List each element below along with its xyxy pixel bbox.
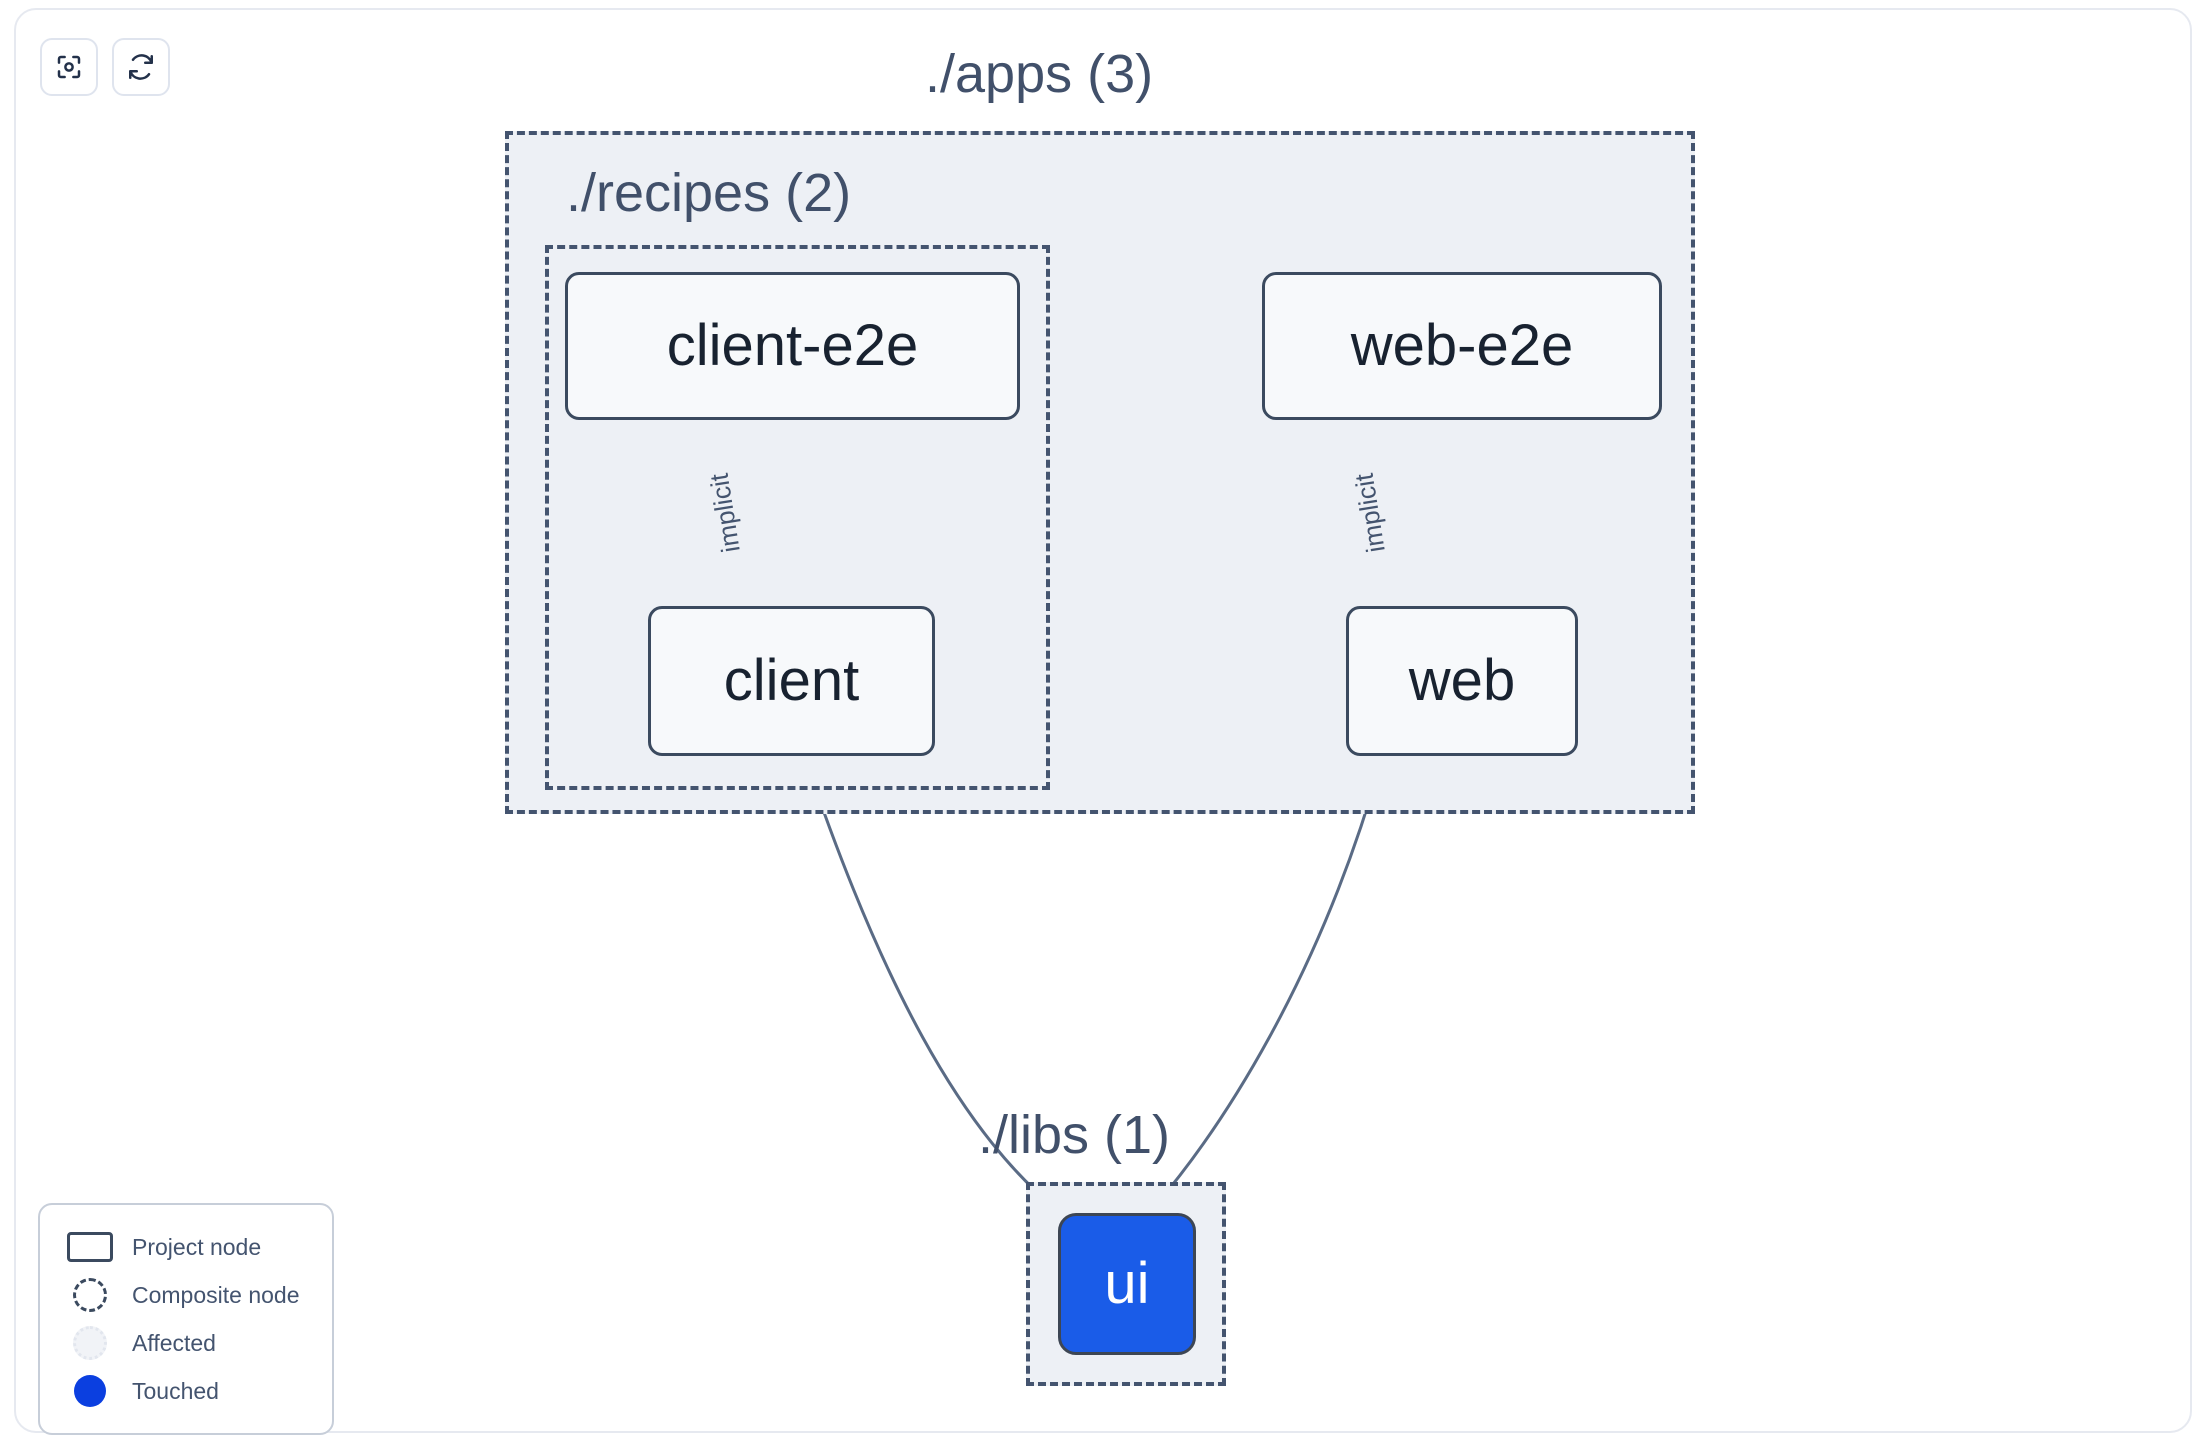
project-node-swatch: [62, 1232, 118, 1262]
node-web[interactable]: web: [1346, 606, 1578, 756]
node-label: client-e2e: [666, 313, 919, 378]
touched-swatch: [62, 1375, 118, 1407]
node-client-e2e[interactable]: client-e2e: [565, 272, 1020, 420]
focus-graph-button[interactable]: [40, 38, 98, 96]
node-label: web: [1408, 648, 1516, 713]
group-label-recipes: ./recipes (2): [566, 163, 852, 223]
legend-item-composite-node: Composite node: [62, 1271, 310, 1319]
edge-web-to-ui: [1152, 757, 1384, 1209]
refresh-icon: [126, 52, 156, 82]
legend-item-touched: Touched: [62, 1367, 310, 1415]
node-web-e2e[interactable]: web-e2e: [1262, 272, 1662, 420]
graph-toolbar: [40, 38, 170, 96]
legend-label: Project node: [132, 1233, 262, 1260]
edge-client-to-ui: [803, 757, 1058, 1211]
node-label: web-e2e: [1350, 313, 1574, 378]
group-label-libs: ./libs (1): [978, 1105, 1171, 1165]
affected-swatch: [62, 1326, 118, 1360]
refresh-graph-button[interactable]: [112, 38, 170, 96]
graph-legend: Project node Composite node Affected Tou…: [38, 1203, 334, 1435]
legend-item-affected: Affected: [62, 1319, 310, 1367]
legend-item-project-node: Project node: [62, 1223, 310, 1271]
composite-node-swatch: [62, 1278, 118, 1312]
legend-label: Composite node: [132, 1281, 300, 1308]
legend-label: Affected: [132, 1329, 216, 1356]
node-client[interactable]: client: [648, 606, 935, 756]
node-label: ui: [1104, 1251, 1150, 1316]
node-label: client: [723, 648, 860, 713]
group-label-apps: ./apps (3): [925, 44, 1154, 104]
node-ui[interactable]: ui: [1058, 1213, 1196, 1355]
legend-label: Touched: [132, 1377, 219, 1404]
focus-target-icon: [54, 52, 84, 82]
